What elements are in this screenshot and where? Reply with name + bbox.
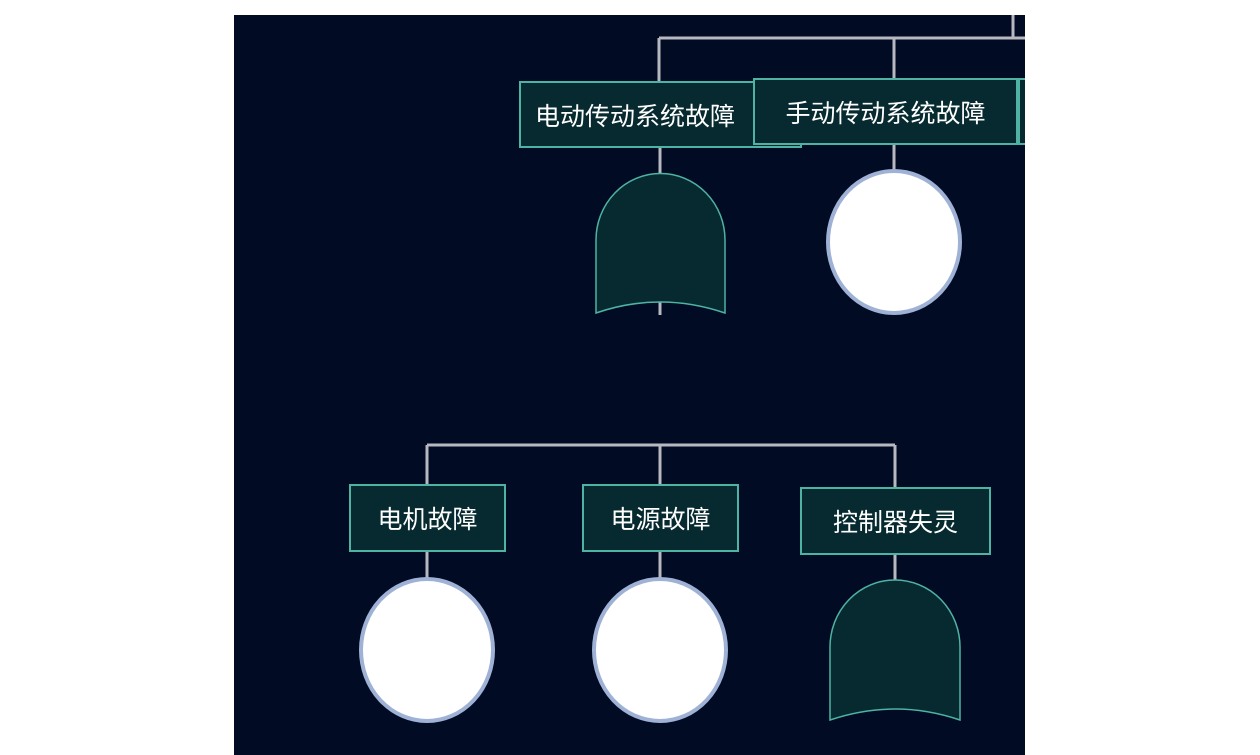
connector-line: [1011, 15, 1025, 40]
event-box-manual[interactable]: 手动传动系统故障: [753, 78, 1018, 145]
event-label: 电动传动系统故障: [535, 101, 736, 131]
event-box-controller[interactable]: 控制器失灵: [800, 487, 991, 555]
event-label: 电机故障: [377, 505, 478, 534]
fault-tree-connectors: [359, 15, 1025, 723]
event-box-offscreen[interactable]: [1018, 78, 1025, 145]
basic-event-circle[interactable]: [359, 577, 495, 723]
and-gate-icon: [829, 579, 961, 722]
event-label: 电源故障: [610, 505, 711, 534]
event-box-motor[interactable]: 电机故障: [349, 484, 506, 552]
and-gate-icon: [595, 172, 726, 315]
fault-tree-canvas: 电动传动系统故障 手动传动系统故障 电机故障 电源故障 控制器失灵: [234, 15, 1025, 755]
event-label: 手动传动系统故障: [785, 98, 986, 128]
basic-event-circle[interactable]: [592, 577, 728, 723]
event-box-power[interactable]: 电源故障: [582, 484, 739, 552]
event-label: 控制器失灵: [832, 508, 958, 537]
basic-event-circle[interactable]: [826, 169, 962, 315]
